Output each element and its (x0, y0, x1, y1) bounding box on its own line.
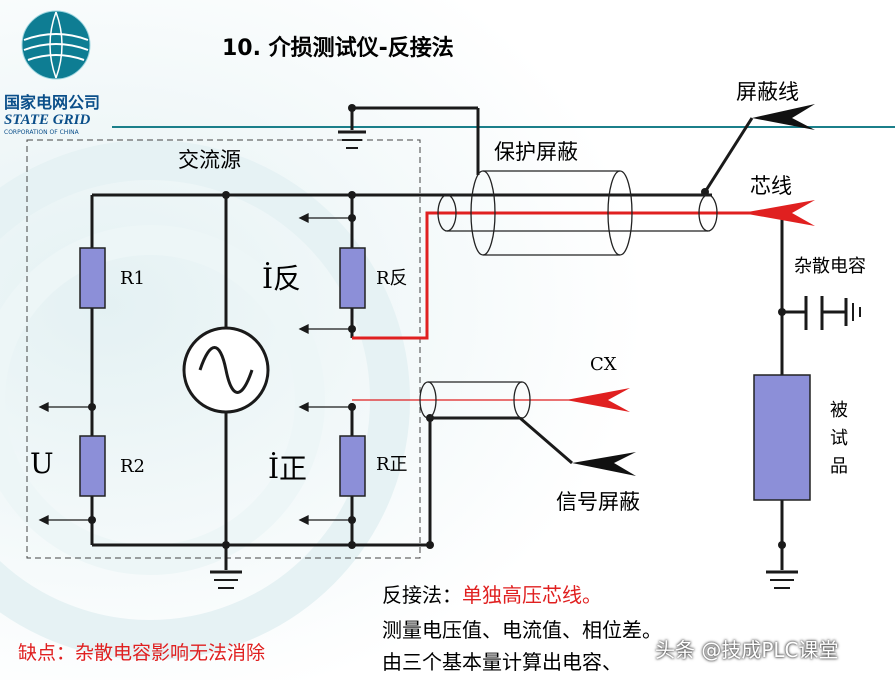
note-method-highlight: 单独高压芯线。 (462, 583, 602, 607)
label-i-fan: İ反 (262, 262, 302, 295)
guard-shield-cable (437, 170, 718, 256)
label-cx: CX (590, 354, 617, 375)
slide-title: 10. 介损测试仪-反接法 (222, 36, 454, 61)
label-r-zheng: R正 (376, 454, 408, 475)
label-u: U (30, 447, 54, 480)
wires (90, 106, 806, 570)
label-dut-3: 品 (830, 456, 848, 477)
resistor-r1 (79, 247, 106, 309)
note-line-2: 测量电压值、电流值、相位差。 (382, 618, 662, 642)
label-guard-shield: 保护屏蔽 (494, 140, 578, 164)
label-shield-wire: 屏蔽线 (736, 80, 799, 104)
label-core-wire: 芯线 (750, 174, 792, 198)
resistors (79, 247, 811, 501)
resistor-r2 (79, 435, 106, 497)
dut-block (753, 374, 811, 501)
ground-icons (210, 130, 798, 589)
core-clip-red-icon (742, 200, 815, 226)
instrument-boundary (26, 139, 421, 559)
resistor-r-zheng (339, 435, 366, 497)
label-dut-2: 试 (830, 428, 848, 449)
label-ac-source: 交流源 (178, 148, 241, 172)
signal-shield-cable (419, 381, 531, 419)
background-swirl-inner (0, 225, 325, 575)
logo-chinese: 国家电网公司 (4, 93, 101, 112)
tap-arrows (38, 212, 352, 526)
shield-clip-icon (752, 104, 815, 130)
watermark: 头条 @技成PLC课堂 (655, 638, 839, 662)
note-method-prefix: 反接法： (382, 583, 462, 607)
label-i-zheng: İ正 (268, 452, 308, 485)
label-r2: R2 (120, 456, 146, 477)
logo-english: STATE GRID (4, 112, 91, 128)
stray-capacitor-icon (804, 296, 861, 330)
note-method: 反接法：单独高压芯线。 (382, 585, 602, 605)
label-r-fan: R反 (376, 268, 408, 289)
label-stray-cap: 杂散电容 (794, 256, 866, 277)
logo-subtitle: CORPORATION OF CHINA (4, 129, 79, 136)
note-defect: 缺点：杂散电容影响无法消除 (18, 642, 266, 664)
hv-core-wire (352, 211, 782, 340)
ac-source-icon (182, 326, 270, 414)
label-signal-shield: 信号屏蔽 (556, 490, 640, 514)
note-line-3: 由三个基本量计算出电容、 (382, 650, 622, 674)
state-grid-logo-icon (21, 10, 91, 80)
label-dut-1: 被 (830, 400, 848, 421)
resistor-r-fan (339, 247, 366, 309)
clip-arrows (566, 104, 815, 476)
label-r1: R1 (120, 268, 146, 289)
signal-clip-icon (572, 452, 636, 476)
cx-clip-red-icon (566, 388, 630, 412)
